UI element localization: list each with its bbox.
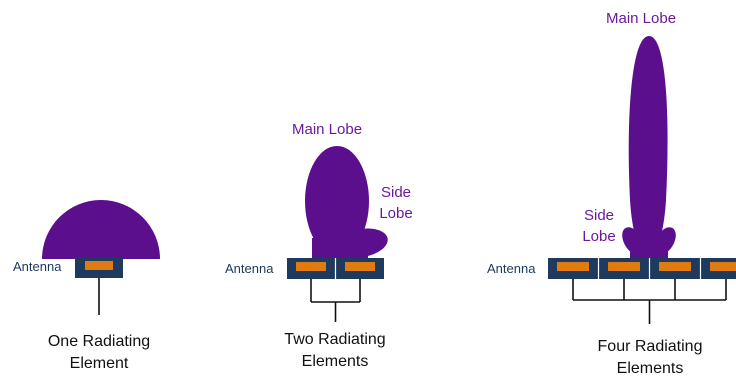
caption-line: One Radiating bbox=[47, 333, 151, 350]
caption-line: Four Radiating bbox=[597, 338, 703, 355]
caption-line: Elements bbox=[616, 360, 684, 377]
radiating-element bbox=[85, 261, 113, 270]
lobe-base bbox=[312, 238, 368, 260]
caption-line: Two Radiating bbox=[284, 331, 386, 348]
main-lobe-label: Main Lobe bbox=[292, 121, 363, 138]
caption-line: Elements bbox=[301, 353, 369, 370]
antenna-label: Antenna bbox=[487, 261, 536, 276]
side-lobe-label: Side Lobe bbox=[372, 182, 420, 224]
feed-network bbox=[310, 279, 361, 322]
side-lobe-label: Side Lobe bbox=[575, 205, 623, 247]
lobe-base bbox=[630, 244, 668, 260]
caption-line: Element bbox=[69, 355, 129, 372]
antenna-label: Antenna bbox=[13, 259, 62, 274]
radiating-element bbox=[557, 262, 589, 271]
radiating-element bbox=[345, 262, 375, 271]
radiating-element bbox=[710, 262, 736, 271]
panel-two-elements bbox=[287, 146, 388, 322]
side-lobe-line: Side bbox=[380, 184, 412, 201]
panel-caption: One Radiating Element bbox=[24, 331, 174, 375]
radiation-pattern-four bbox=[622, 36, 676, 260]
radiating-element bbox=[608, 262, 640, 271]
antenna-label: Antenna bbox=[225, 261, 274, 276]
radiating-element bbox=[296, 262, 326, 271]
main-lobe-label: Main Lobe bbox=[606, 10, 677, 27]
panel-one-element bbox=[42, 200, 160, 315]
radiation-pattern-two bbox=[305, 146, 388, 260]
feed-network bbox=[572, 279, 727, 324]
main-lobe bbox=[305, 146, 369, 256]
side-lobe-line: Side bbox=[583, 207, 615, 224]
panel-caption: Two Radiating Elements bbox=[260, 329, 410, 373]
panel-four-elements bbox=[548, 36, 736, 324]
radiation-pattern-dome bbox=[42, 200, 160, 259]
radiating-element bbox=[659, 262, 691, 271]
main-lobe bbox=[628, 36, 668, 257]
side-lobe-line: Lobe bbox=[582, 228, 616, 245]
panel-caption: Four Radiating Elements bbox=[575, 336, 725, 380]
side-lobe-line: Lobe bbox=[379, 205, 413, 222]
